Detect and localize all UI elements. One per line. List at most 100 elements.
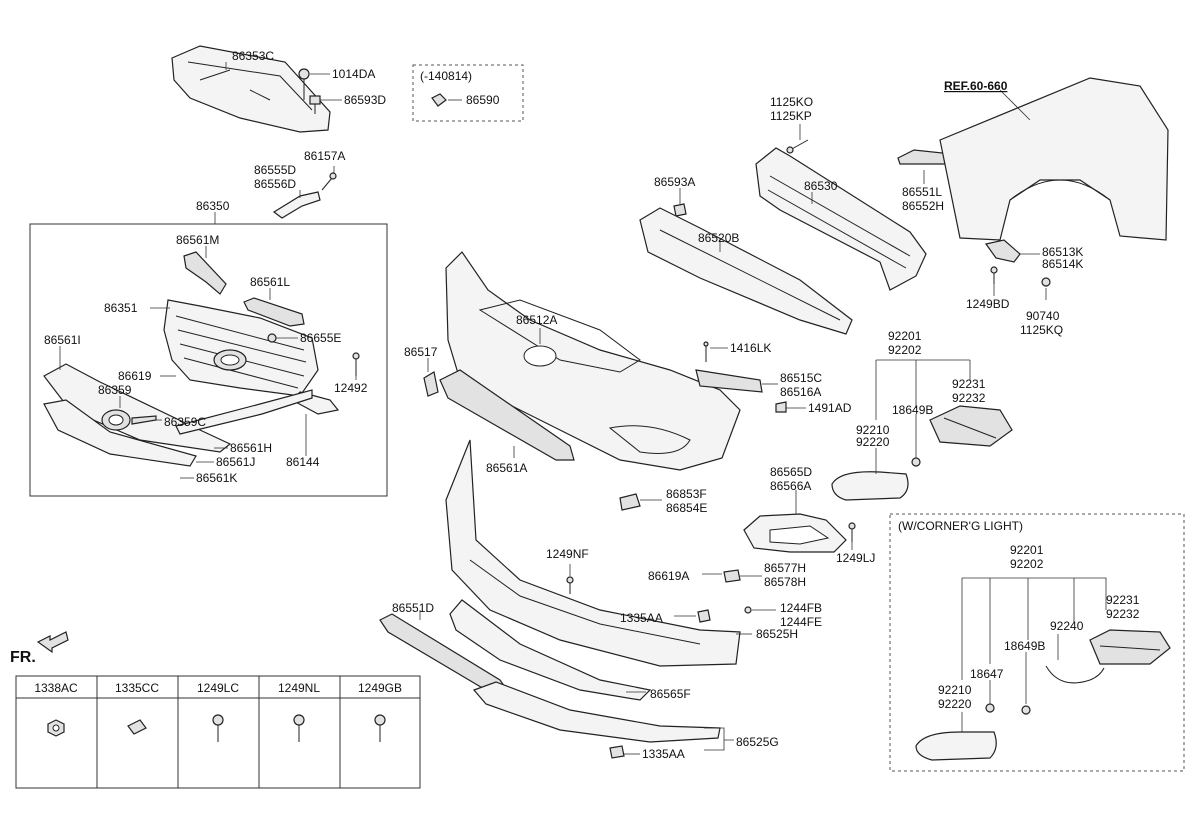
label-86555d: 86555D xyxy=(254,163,296,177)
label-18647: 18647 xyxy=(970,667,1004,681)
pin-1416lk-icon xyxy=(703,341,709,362)
label-86359: 86359 xyxy=(98,383,132,397)
label-front: FR. xyxy=(10,649,36,666)
garnish-86561m-part xyxy=(183,251,227,295)
label-1335aa-lower: 1335AA xyxy=(642,747,685,761)
label-86530: 86530 xyxy=(804,179,838,193)
label-corner-light: (W/CORNER'G LIGHT) xyxy=(898,519,1023,533)
screw-1244fb-icon xyxy=(744,606,752,614)
bracket-86515c-part xyxy=(695,369,763,393)
emblem-icon xyxy=(213,349,247,371)
lower-cover-86525h-part xyxy=(445,439,741,667)
label-86520b: 86520B xyxy=(698,231,739,245)
part-labels: 86353C 1014DA 86593D (-140814) 86590 REF… xyxy=(10,49,1140,761)
label-1335aa-upper: 1335AA xyxy=(620,611,663,625)
label-1244fe: 1244FE xyxy=(780,615,822,629)
bulb-18647-icon xyxy=(985,703,995,713)
label-86561m: 86561M xyxy=(176,233,219,247)
label-90740: 90740 xyxy=(1026,309,1060,323)
label-86619: 86619 xyxy=(118,369,152,383)
label-92240: 92240 xyxy=(1050,619,1084,633)
clip-86593a-icon xyxy=(673,203,687,217)
label-86854e: 86854E xyxy=(666,501,707,515)
label-86619a: 86619A xyxy=(648,569,689,583)
clip-86655e-icon xyxy=(267,333,277,343)
label-92220-lower: 92220 xyxy=(938,697,972,711)
clip-86619a-icon xyxy=(723,569,741,583)
bracket-86555d-part xyxy=(272,191,321,219)
label-12492: 12492 xyxy=(334,381,368,395)
clip-1491ad-icon xyxy=(775,401,787,413)
label-86577h: 86577H xyxy=(764,561,806,575)
radiator-cover-part xyxy=(171,45,331,133)
label-86513k: 86513K xyxy=(1042,245,1083,259)
bolt-1125ko-icon xyxy=(786,139,809,154)
label-86561h: 86561H xyxy=(230,441,272,455)
garnish-86561l-part xyxy=(243,297,305,327)
wiring-92240-icon xyxy=(1045,665,1105,684)
lens-92210b-part xyxy=(915,731,997,761)
label-86516a: 86516A xyxy=(780,385,821,399)
label-86561a: 86561A xyxy=(486,461,527,475)
screw-1249bd-icon xyxy=(990,266,998,284)
label-1244fb: 1244FB xyxy=(780,601,822,615)
clip-1335aa-lower-icon xyxy=(609,745,625,759)
label-92232-upper: 92232 xyxy=(952,391,986,405)
clip-86590-icon xyxy=(431,93,447,107)
label-86561k: 86561K xyxy=(196,471,237,485)
table-header-1249nl: 1249NL xyxy=(278,681,320,695)
label-92202-lower: 92202 xyxy=(1010,557,1044,571)
bumper-cover-86512a-part xyxy=(445,251,741,471)
label-86525g: 86525G xyxy=(736,735,779,749)
label-86359c: 86359C xyxy=(164,415,206,429)
label-86157a: 86157A xyxy=(304,149,345,163)
label-86353c: 86353C xyxy=(232,49,274,63)
label-1014da: 1014DA xyxy=(332,67,375,81)
label-ref-60-660: REF.60-660 xyxy=(944,79,1008,93)
label-1125kp: 1125KP xyxy=(770,109,812,123)
back-beam-86530-part xyxy=(755,147,927,291)
bezel-86565d-part xyxy=(743,513,847,553)
label-92201-upper: 92201 xyxy=(888,329,922,343)
label-92201-lower: 92201 xyxy=(1010,543,1044,557)
label-86561j: 86561J xyxy=(216,455,255,469)
label-86514k: 86514K xyxy=(1042,257,1083,271)
label-86351: 86351 xyxy=(104,301,138,315)
moulding-86561j-part xyxy=(43,399,197,467)
cornering-lamp-92231-part xyxy=(1089,629,1171,665)
label-1249bd: 1249BD xyxy=(966,297,1010,311)
clip-1335aa-icon xyxy=(697,609,711,623)
label-92202-upper: 92202 xyxy=(888,343,922,357)
grille-assembly-box xyxy=(29,223,388,497)
label-92231-upper: 92231 xyxy=(952,377,986,391)
label-92232-lower: 92232 xyxy=(1106,607,1140,621)
label-1125kq: 1125KQ xyxy=(1020,323,1063,337)
label-86512a: 86512A xyxy=(516,313,557,327)
label-86525h: 86525H xyxy=(756,627,798,641)
table-header-1249gb: 1249GB xyxy=(358,681,402,695)
lower-lip-86525g-part xyxy=(472,681,721,743)
label-1249lj: 1249LJ xyxy=(836,551,875,565)
label-86144: 86144 xyxy=(286,455,320,469)
label-86556d: 86556D xyxy=(254,177,296,191)
label-1249nf: 1249NF xyxy=(546,547,589,561)
table-header-1335cc: 1335CC xyxy=(115,681,159,695)
absorber-86520b-part xyxy=(639,207,853,335)
strip-86561h-part xyxy=(175,389,313,435)
bracket-86513k-part xyxy=(984,239,1021,263)
label-1125ko: 1125KO xyxy=(770,95,813,109)
label-86593d: 86593D xyxy=(344,93,386,107)
cornering-light-box xyxy=(889,513,1185,772)
bulb-18649bb-icon xyxy=(1021,705,1031,715)
label-92220-upper: 92220 xyxy=(856,435,890,449)
label-86515c: 86515C xyxy=(780,371,822,385)
label-86565d: 86565D xyxy=(770,465,812,479)
label-86655e: 86655E xyxy=(300,331,341,345)
screw-1249lj-icon xyxy=(848,522,856,542)
label-86561i: 86561I xyxy=(44,333,81,347)
label-18649b-lower: 18649B xyxy=(1004,639,1045,653)
label-86565f: 86565F xyxy=(650,687,691,701)
bracket-86517-part xyxy=(423,371,439,397)
